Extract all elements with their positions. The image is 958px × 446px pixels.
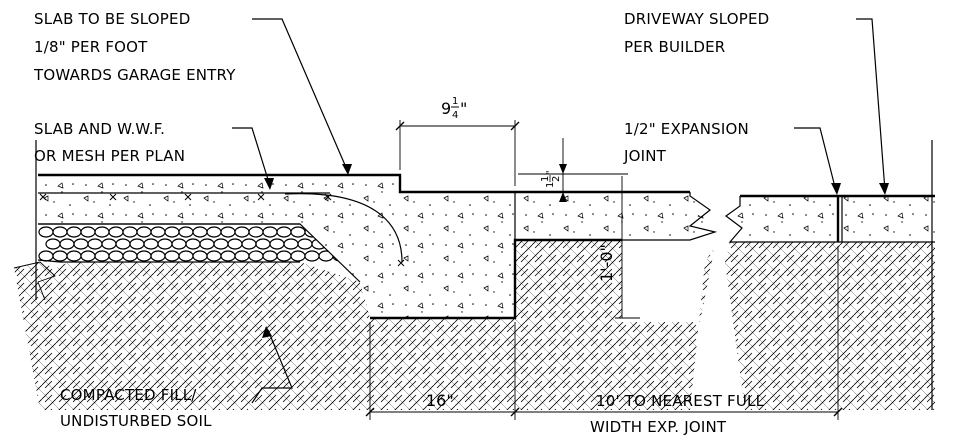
note-slab-wwf-1: SLAB AND W.W.F. [34, 120, 165, 138]
leader-lines [232, 18, 889, 404]
note-expansion-2: JOINT [623, 147, 667, 165]
note-fill-1: COMPACTED FILL/ [60, 386, 197, 404]
note-slab-wwf-2: OR MESH PER PLAN [34, 147, 185, 165]
dim-drop: 1 1 2 " [540, 170, 562, 188]
note-fill-2: UNDISTURBED SOIL [60, 412, 212, 430]
note-slab-slope-3: TOWARDS GARAGE ENTRY [33, 66, 236, 84]
svg-text:": " [545, 170, 556, 175]
soil-outline-left [13, 261, 56, 301]
dimension-lines [365, 120, 843, 420]
svg-text:9: 9 [441, 99, 451, 118]
driveway-slab-left [515, 192, 720, 240]
svg-text:4: 4 [452, 110, 458, 121]
svg-text:1: 1 [545, 182, 556, 188]
wwf-marks [39, 193, 405, 267]
dim-footing-width: 16" [426, 391, 454, 410]
note-driveway-1: DRIVEWAY SLOPED [624, 10, 769, 28]
driveway-slab-right [725, 196, 935, 242]
note-slab-slope-1: SLAB TO BE SLOPED [34, 10, 190, 28]
garage-slab [38, 175, 515, 318]
svg-text:1: 1 [452, 96, 458, 107]
dim-footing-depth: 1'-0" [597, 244, 616, 282]
svg-text:": " [460, 99, 467, 118]
svg-text:1: 1 [540, 176, 551, 182]
dim-to-joint-1: 10' TO NEAREST FULL [596, 392, 765, 410]
note-slab-slope-2: 1/8" PER FOOT [34, 38, 148, 56]
dim-to-joint-2: WIDTH EXP. JOINT [590, 418, 727, 436]
svg-text:2: 2 [551, 176, 562, 182]
soil-right [725, 242, 935, 410]
dim-step-width: 9 1 4 " [441, 96, 467, 121]
soil-left [14, 240, 715, 410]
note-driveway-2: PER BUILDER [624, 38, 725, 56]
note-expansion-1: 1/2" EXPANSION [624, 120, 749, 138]
